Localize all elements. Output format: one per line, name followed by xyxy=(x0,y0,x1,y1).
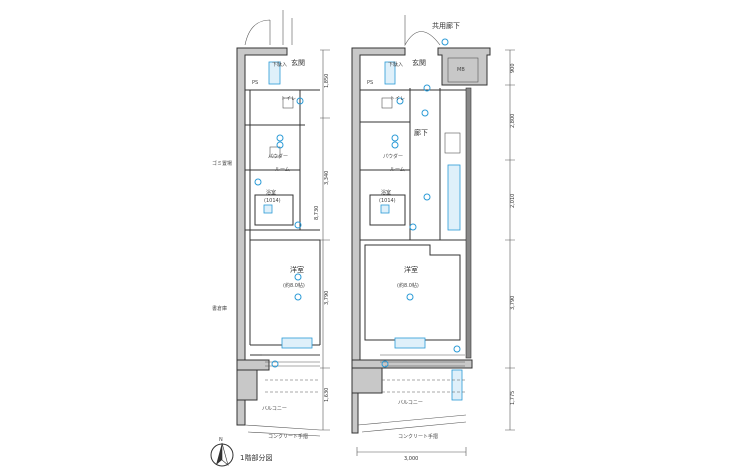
dim-2800: 2,800 xyxy=(510,114,516,128)
entrance-label: 玄関 xyxy=(291,58,305,67)
bath-size-right: (1014) xyxy=(379,198,396,204)
storage-label: 書倉庫 xyxy=(212,305,227,312)
balcony-label: バルコニー xyxy=(262,406,287,412)
north-arrow-icon: N xyxy=(210,437,234,467)
powder-room-label: パウダー xyxy=(268,153,288,160)
western-room-size: (約8.0帖) xyxy=(283,282,305,289)
toilet-label: トイレ xyxy=(281,96,296,102)
western-room-size-right: (約8.0帖) xyxy=(397,282,419,289)
shoe-box xyxy=(268,61,281,85)
mb-label: MB xyxy=(457,67,465,73)
bath-label-right: 浴室 xyxy=(381,189,391,196)
dim-1775: 1,775 xyxy=(510,391,516,405)
north-label: N xyxy=(219,437,223,443)
western-room-label-right: 洋室 xyxy=(404,265,418,274)
powder-room-label-right: パウダー xyxy=(383,153,403,160)
left-unit-plan: PS 下駄入 玄関 トイレ パウダー ルーム 浴室 (1014) 洋室 (約8.… xyxy=(212,10,330,440)
hallway-label: 廊下 xyxy=(414,128,428,137)
dim-8730: 8,730 xyxy=(314,206,320,220)
powder-room-label-2: ルーム xyxy=(275,167,290,173)
bath-label: 浴室 xyxy=(266,189,276,196)
western-room-label: 洋室 xyxy=(290,265,304,274)
garbage-label: ゴミ置場 xyxy=(212,160,232,167)
dim-1850: 1,850 xyxy=(324,74,330,88)
dim-3340: 3,340 xyxy=(324,171,330,185)
partial-plan-caption: 1階部分図 xyxy=(240,453,272,462)
dim-3790: 3,790 xyxy=(324,291,330,305)
powder-room-label-right-2: ルーム xyxy=(390,167,405,173)
dim-2010: 2,010 xyxy=(510,194,516,208)
shoe-box-label: 下駄入 xyxy=(272,61,287,68)
bath-size: (1014) xyxy=(264,198,281,204)
shoe-box-label-right: 下駄入 xyxy=(388,61,403,68)
ps-label: PS xyxy=(252,80,258,86)
toilet-label-right: トイレ xyxy=(390,96,405,102)
right-unit-plan: 共用廊下 PS 下駄入 玄関 MB トイレ 廊下 パウダー ルーム 浴室 (10… xyxy=(351,15,516,462)
entrance-label-right: 玄関 xyxy=(412,58,426,67)
handrail-label-right: コンクリート手摺 xyxy=(398,433,438,440)
common-corridor-label: 共用廊下 xyxy=(432,21,460,30)
balcony-label-right: バルコニー xyxy=(398,400,423,406)
ps-label-right: PS xyxy=(367,80,373,86)
handrail-label: コンクリート手摺 xyxy=(268,433,308,440)
dim-1630: 1,630 xyxy=(324,388,330,402)
dim-3790-right: 3,790 xyxy=(510,296,516,310)
dim-900: 900 xyxy=(510,63,516,73)
dim-3000: 3,000 xyxy=(404,456,418,462)
